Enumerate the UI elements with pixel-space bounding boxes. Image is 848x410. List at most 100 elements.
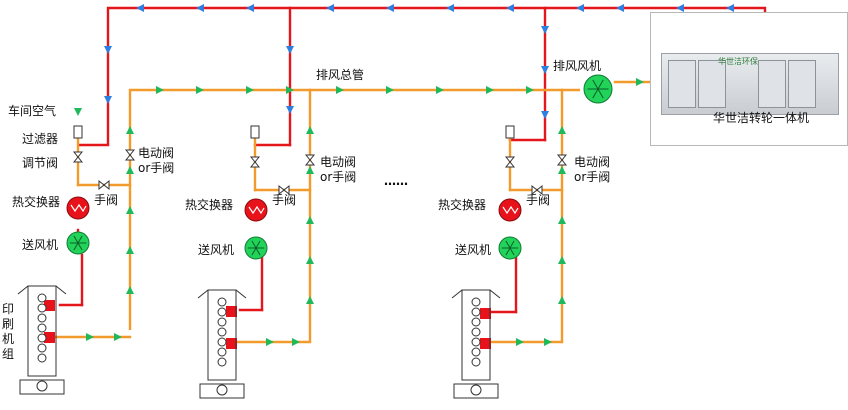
valve-icon	[504, 156, 516, 163]
press-roll	[470, 384, 482, 396]
heat-exchanger-icon	[244, 198, 268, 222]
blue-arrow-left	[386, 4, 394, 12]
fan-blade	[77, 242, 83, 251]
filter-icon	[250, 125, 260, 139]
valve-icon	[249, 156, 261, 163]
green-arrow-right	[156, 86, 164, 94]
label-heat-exchanger-3: 热交换器	[438, 198, 487, 212]
blue-arrow-left	[246, 4, 254, 12]
label-manual-valve-1: 手阀	[94, 193, 119, 207]
blue-arrow-left	[676, 4, 684, 12]
blue-arrow-down	[541, 66, 549, 74]
press-roller	[217, 337, 227, 347]
valve-icon	[103, 179, 110, 191]
label-exhaust-fan: 排风风机	[553, 59, 602, 73]
valve-icon	[304, 154, 316, 161]
green-arrow-up	[306, 296, 314, 304]
label-manual-valve-2: 手阀	[272, 193, 297, 207]
blue-arrow-down	[286, 46, 294, 54]
valve-icon	[124, 149, 136, 156]
blue-arrow-left	[136, 4, 144, 12]
press-base	[453, 383, 499, 399]
label-electric-valve-3: 电动阀	[574, 155, 611, 169]
unit-panel	[668, 60, 696, 108]
label-exhaust-main: 排风总管	[316, 68, 365, 82]
blue-arrow-down	[541, 111, 549, 119]
label-electric-valve-2: 电动阀	[320, 155, 357, 169]
valve-icon	[249, 161, 261, 168]
press-roller	[217, 327, 227, 337]
green-arrow-right	[286, 86, 294, 94]
green-arrow-up	[306, 126, 314, 134]
flow-arrows	[74, 4, 769, 346]
fan-blade	[251, 240, 257, 249]
label-supply-fan-1: 送风机	[22, 238, 59, 252]
blue-arrow-down	[541, 26, 549, 34]
green-arrow-up	[126, 246, 134, 254]
valve-icon	[72, 156, 84, 163]
filter-icon	[505, 125, 515, 139]
hx-coil	[70, 203, 87, 213]
press-base	[199, 383, 245, 399]
press-roller	[217, 357, 227, 367]
fan-blade	[73, 235, 79, 244]
green-arrow-right	[436, 86, 444, 94]
blue-arrow-down	[286, 106, 294, 114]
fan-blade	[597, 88, 604, 99]
green-arrow-right	[114, 333, 122, 341]
green-arrow-right	[336, 86, 344, 94]
rotor-unit-frame: 华世洁环保 华世洁转轮一体机	[650, 12, 848, 146]
fan-blade	[592, 79, 599, 90]
press-roller	[217, 347, 227, 357]
blue-arrow-left	[326, 4, 334, 12]
green-arrow-right	[386, 86, 394, 94]
fan-blade	[505, 240, 511, 249]
valve-icon	[556, 159, 568, 166]
unit-logo-text: 华世洁环保	[718, 57, 758, 66]
unit-panel	[698, 60, 726, 108]
label-supply-fan-2: 送风机	[198, 243, 235, 257]
green-arrow-up	[126, 206, 134, 214]
fan-blade	[255, 240, 261, 249]
press-roller	[37, 343, 47, 353]
green-arrow-right	[292, 338, 300, 346]
green-arrow-up	[558, 126, 566, 134]
valve-icon	[531, 184, 538, 196]
green-arrow-right	[86, 333, 94, 341]
green-arrow-fan-out	[636, 78, 644, 86]
label-ellipsis: ……	[384, 174, 408, 188]
press-port	[480, 338, 491, 349]
fan-blade	[77, 235, 83, 244]
blue-arrow-left	[726, 4, 734, 12]
label-heat-exchanger-2: 热交换器	[185, 198, 234, 212]
label-workshop-air: 车间空气	[8, 104, 57, 118]
label-electric-valve-3b: or手阀	[574, 170, 611, 184]
fan-blade	[73, 242, 79, 251]
press-roller	[217, 317, 227, 327]
press-roller	[471, 337, 481, 347]
green-arrow-right	[196, 86, 204, 94]
press-roller	[37, 303, 47, 313]
valve-icon	[278, 184, 285, 196]
fan-blade	[597, 79, 604, 90]
press-top	[451, 289, 501, 299]
green-arrow-up	[558, 256, 566, 264]
press-roller	[217, 307, 227, 317]
press-base	[19, 379, 65, 395]
press-roller	[37, 323, 47, 333]
press-top	[197, 289, 247, 299]
green-arrow-up	[126, 126, 134, 134]
label-electric-valve-1b: or手阀	[138, 161, 175, 175]
heat-exchanger-icon	[66, 196, 90, 220]
valve-icon	[304, 159, 316, 166]
label-reg-valve: 调节阀	[22, 156, 59, 170]
press-roller	[471, 307, 481, 317]
hx-coil	[502, 205, 519, 215]
press-roller	[37, 313, 47, 323]
press-roll	[36, 380, 48, 392]
valve-icon	[98, 179, 105, 191]
press-port	[480, 308, 491, 319]
press-roller	[471, 317, 481, 327]
press-port	[44, 300, 55, 311]
